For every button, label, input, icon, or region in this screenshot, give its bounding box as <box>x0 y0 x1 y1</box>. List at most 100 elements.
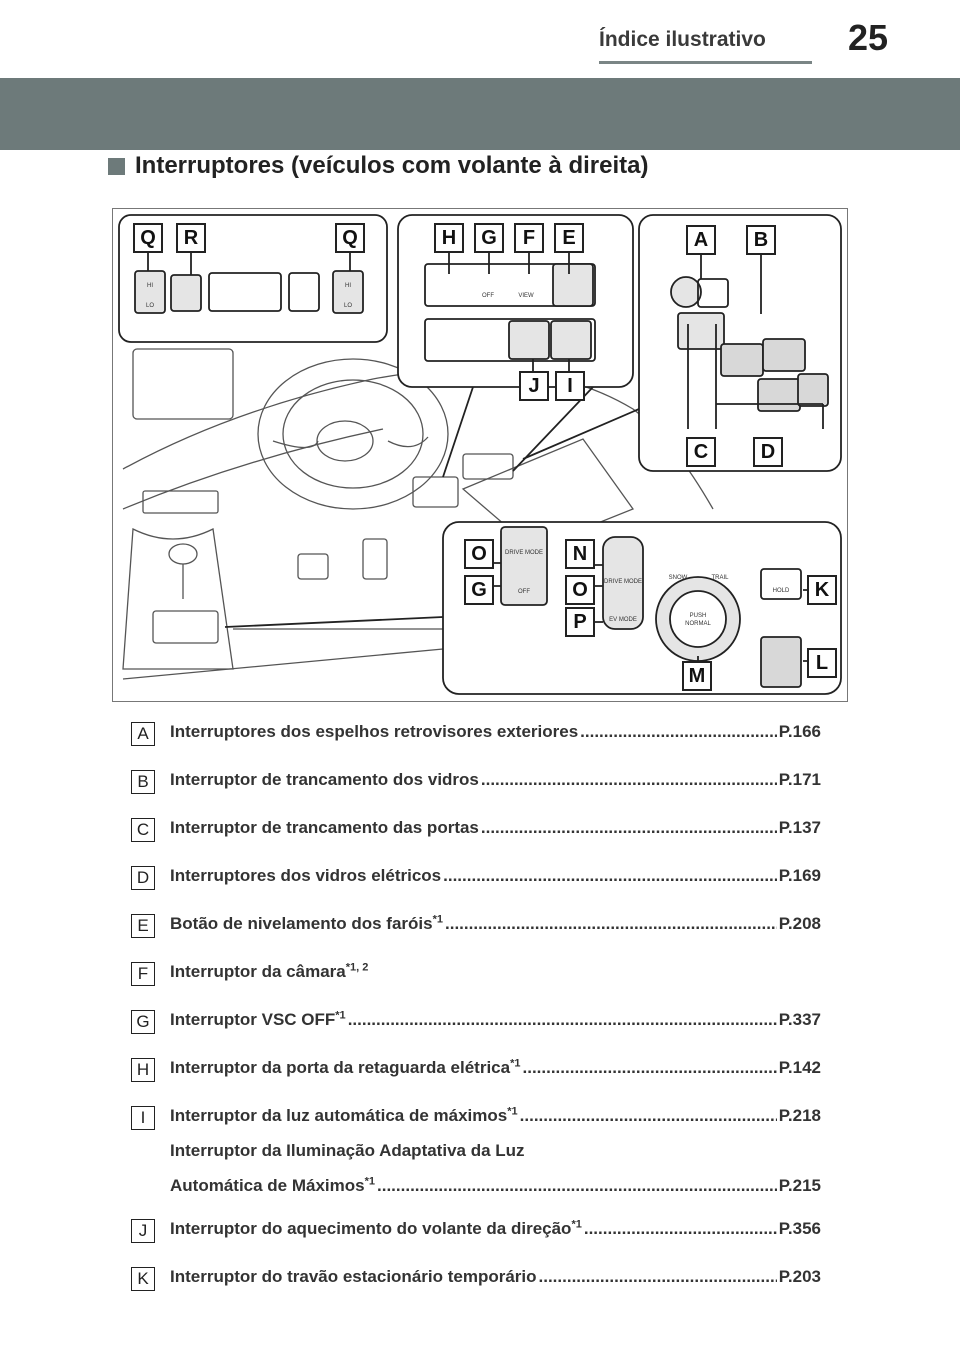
index-item-h: H Interruptor da porta da retaguarda elé… <box>131 1053 831 1101</box>
callout-c: C <box>686 437 716 467</box>
footnote-mark: *1, 2 <box>345 961 369 974</box>
switches-illustration: VIEW OFF DRIVE MODE OFF DRIVE MODE EV MO… <box>112 208 848 702</box>
callout-h: H <box>434 223 464 253</box>
callout-m: M <box>682 661 712 691</box>
index-item-j: J Interruptor do aquecimento do volante … <box>131 1214 831 1262</box>
index-item-b: B Interruptor de trancamento dos vidros.… <box>131 765 831 813</box>
index-letter: E <box>131 914 155 938</box>
page-header: Índice ilustrativo 25 <box>0 0 960 66</box>
index-item-f: F Interruptor da câmara*1, 2 <box>131 957 831 1005</box>
callout-i: I <box>555 371 585 401</box>
callout-k: K <box>807 575 837 605</box>
index-letter: B <box>131 770 155 794</box>
callout-p: P <box>565 607 595 637</box>
callout-q-right: Q <box>335 223 365 253</box>
page-reference[interactable]: P.166 <box>778 722 821 741</box>
drive-mode-label-1: DRIVE MODE <box>505 550 543 556</box>
section-title: Índice ilustrativo <box>599 28 766 51</box>
page-number: 25 <box>848 17 889 58</box>
page-reference[interactable]: P.215 <box>778 1176 821 1195</box>
callout-g-top: G <box>474 223 504 253</box>
index-label: Interruptor da luz automática de máximos <box>170 1106 508 1125</box>
index-letter: K <box>131 1267 155 1291</box>
view-switch-label: VIEW <box>518 293 534 299</box>
index-item-d: D Interruptores dos vidros elétricos....… <box>131 861 831 909</box>
trail-label: TRAIL <box>711 575 729 581</box>
push-label: PUSH <box>690 613 707 619</box>
index-label: Interruptor do travão estacionário tempo… <box>170 1267 537 1286</box>
index-label: Interruptor de trancamento das portas <box>170 818 479 837</box>
callout-d: D <box>753 437 783 467</box>
callout-j: J <box>519 371 549 401</box>
index-item-c: C Interruptor de trancamento das portas.… <box>131 813 831 861</box>
footnote-mark: *1 <box>571 1218 582 1231</box>
section-heading-text: Interruptores (veículos com volante à di… <box>135 152 649 179</box>
index-letter: J <box>131 1219 155 1243</box>
index-label: Botão de nivelamento dos faróis <box>170 914 433 933</box>
index-item-g: G Interruptor VSC OFF*1.................… <box>131 1005 831 1053</box>
callout-o-bottom: O <box>565 575 595 605</box>
page-reference[interactable]: P.218 <box>778 1106 821 1125</box>
index-label: Interruptor VSC OFF <box>170 1010 336 1029</box>
callout-g-bottom: G <box>464 575 494 605</box>
callout-o-top: O <box>464 539 494 569</box>
off-switch-label-1: OFF <box>482 293 494 299</box>
page-reference[interactable]: P.203 <box>778 1267 821 1286</box>
chapter-banner <box>0 78 960 150</box>
page-reference[interactable]: P.142 <box>778 1058 821 1077</box>
lo-label-right: LO <box>344 303 352 309</box>
index-letter: I <box>131 1106 155 1130</box>
page-reference[interactable]: P.169 <box>778 866 821 885</box>
footnote-mark: *1 <box>364 1175 376 1188</box>
index-letter: F <box>131 962 155 986</box>
page-reference[interactable]: P.337 <box>778 1010 821 1029</box>
index-letter: H <box>131 1058 155 1082</box>
switch-index-list: A Interruptores dos espelhos retrovisore… <box>131 717 831 1310</box>
page-reference[interactable]: P.208 <box>778 914 821 933</box>
callout-a: A <box>686 225 716 255</box>
index-label: Automática de Máximos <box>170 1176 365 1195</box>
index-item-e: E Botão de nivelamento dos faróis*1.....… <box>131 909 831 957</box>
lo-label-left: LO <box>146 303 154 309</box>
off-switch-label-2: OFF <box>518 589 530 595</box>
ev-mode-label: EV MODE <box>609 617 637 623</box>
callout-f: F <box>514 223 544 253</box>
index-label: Interruptores dos espelhos retrovisores … <box>170 722 579 741</box>
snow-label: SNOW <box>669 575 688 581</box>
index-label: Interruptores dos vidros elétricos <box>170 866 442 885</box>
footnote-mark: *1 <box>510 1057 521 1070</box>
callout-q-left: Q <box>133 223 163 253</box>
index-item-a: A Interruptores dos espelhos retrovisore… <box>131 717 831 765</box>
header-rule <box>599 61 812 64</box>
hi-label-right: HI <box>345 283 351 289</box>
callout-b: B <box>746 225 776 255</box>
index-letter: D <box>131 866 155 890</box>
section-heading: Interruptores (veículos com volante à di… <box>108 152 648 180</box>
drive-mode-label-2: DRIVE MODE <box>604 579 642 585</box>
heading-bullet <box>108 157 125 175</box>
hi-label-left: HI <box>147 283 153 289</box>
index-letter: G <box>131 1010 155 1034</box>
index-item-i: I Interruptor da luz automática de máxim… <box>131 1101 831 1214</box>
index-item-k: K Interruptor do travão estacionário tem… <box>131 1262 831 1310</box>
index-letter: C <box>131 818 155 842</box>
index-label: Interruptor do aquecimento do volante da… <box>170 1219 572 1238</box>
page-reference[interactable]: P.171 <box>778 770 821 789</box>
footnote-mark: *1 <box>507 1105 518 1118</box>
callout-r: R <box>176 223 206 253</box>
page-reference[interactable]: P.356 <box>778 1219 821 1238</box>
normal-label: NORMAL <box>685 621 711 627</box>
index-letter: A <box>131 722 155 746</box>
callout-e: E <box>554 223 584 253</box>
footnote-mark: *1 <box>335 1009 346 1022</box>
hold-label: HOLD <box>773 588 790 594</box>
index-label: Interruptor da câmara <box>170 962 346 981</box>
page-reference[interactable]: P.137 <box>778 818 821 837</box>
index-label: Interruptor de trancamento dos vidros <box>170 770 479 789</box>
index-label-continued: Interruptor da Iluminação Adaptativa da … <box>170 1141 525 1160</box>
dashboard-drawing: VIEW OFF DRIVE MODE OFF DRIVE MODE EV MO… <box>118 214 842 695</box>
callout-l: L <box>807 648 837 678</box>
index-label: Interruptor da porta da retaguarda elétr… <box>170 1058 511 1077</box>
footnote-mark: *1 <box>432 913 444 926</box>
callout-n: N <box>565 539 595 569</box>
